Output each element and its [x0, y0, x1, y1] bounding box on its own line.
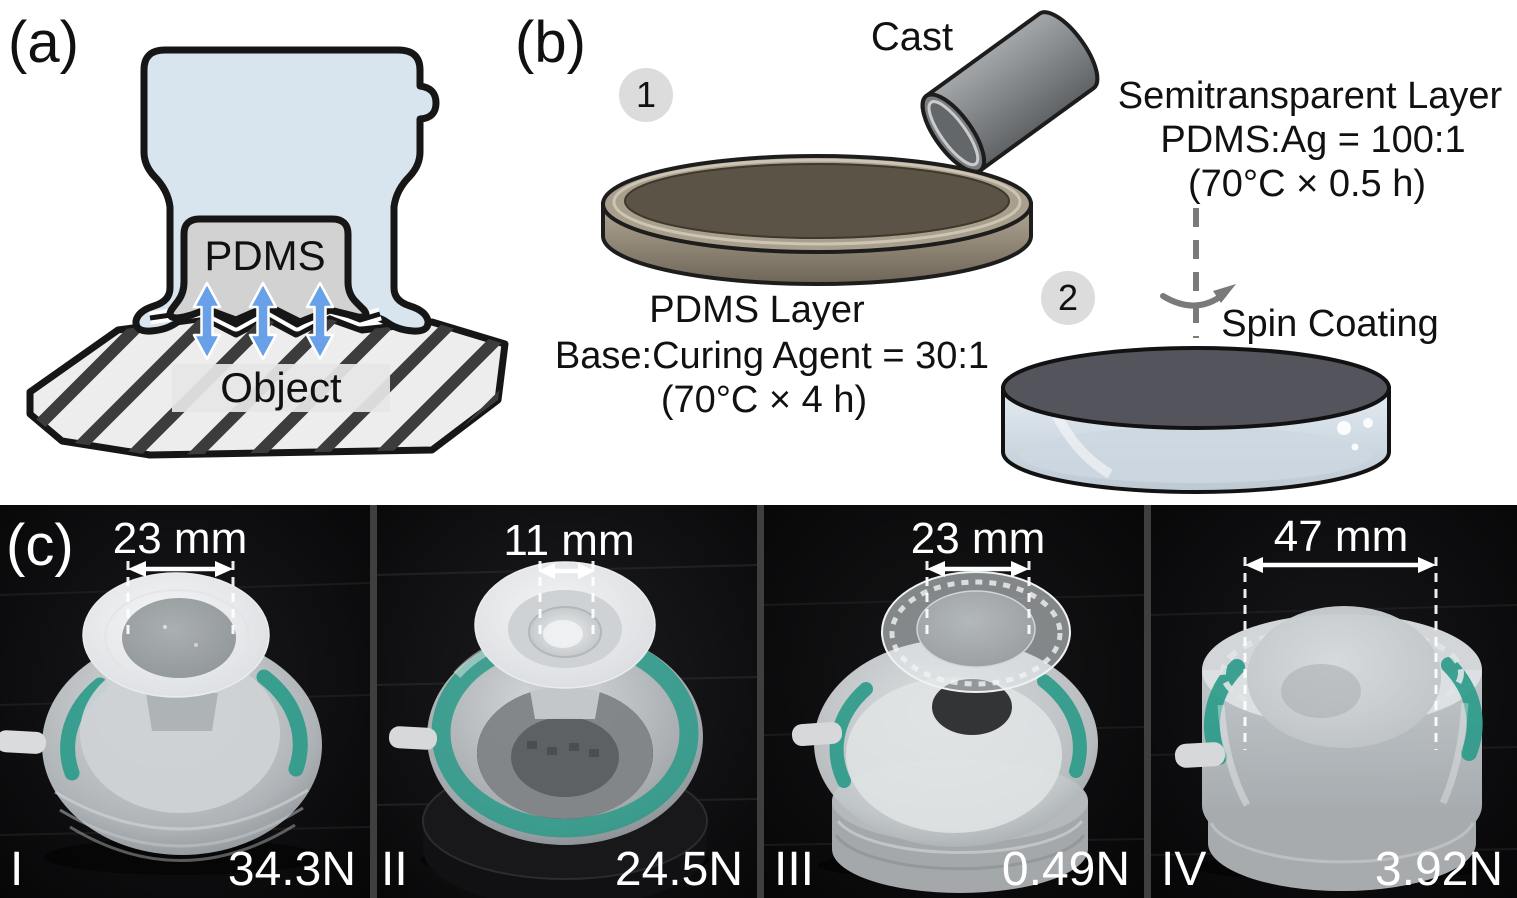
- sensor-device: [1174, 606, 1490, 891]
- up-down-arrow-icon: [192, 281, 222, 361]
- photo-numeral: I: [10, 843, 23, 896]
- cast-cylinder: [920, 10, 1100, 174]
- photo-prototype-2: 11 mm II 24.5N: [377, 505, 757, 898]
- step2-badge: 2: [1041, 271, 1095, 325]
- panel-b-label: (b): [515, 10, 586, 75]
- rotation-arrow-icon: [1160, 291, 1227, 309]
- dimension-arrowhead: [1418, 557, 1436, 573]
- air-tube: [791, 721, 843, 747]
- cup-stem: [932, 679, 1012, 735]
- panel-a-label: (a): [8, 10, 79, 75]
- sensor-device: [0, 572, 322, 875]
- teal-seal: [256, 669, 308, 777]
- dimension-arrowhead: [1011, 561, 1029, 577]
- spin-axis: [1160, 208, 1236, 338]
- rotation-arrowhead: [1213, 284, 1236, 303]
- teal-seal: [1037, 674, 1087, 778]
- pdms-label: PDMS: [204, 232, 325, 279]
- prototype-photo-row: 23 mm (c) I 34.3N: [0, 505, 1517, 898]
- adhesion-arrows: [192, 281, 335, 361]
- photo-prototype-1: 23 mm (c) I 34.3N: [0, 505, 370, 898]
- up-down-arrow-icon: [305, 281, 335, 361]
- step2-caption-line2: PDMS:Ag = 100:1: [1160, 119, 1465, 161]
- diameter-label: 23 mm: [911, 514, 1045, 563]
- pdms-disc: [916, 590, 1036, 668]
- photo-numeral: II: [381, 843, 408, 896]
- step1-caption-line2: Base:Curing Agent = 30:1: [555, 335, 989, 377]
- diameter-label: 23 mm: [113, 514, 247, 563]
- dimension-annotation: [126, 561, 235, 641]
- dimension-arrowhead: [215, 561, 233, 577]
- sensor-device: [388, 561, 710, 898]
- air-tube: [1174, 742, 1226, 768]
- diameter-label: 47 mm: [1274, 512, 1408, 561]
- panel-a-suction-schematic: PDMS Object (a): [8, 10, 509, 459]
- dimension-arrowhead: [578, 563, 595, 579]
- semitransparent-coating: [1001, 346, 1391, 430]
- teal-seal: [1441, 657, 1483, 761]
- air-tube: [388, 726, 438, 750]
- pdms-disc: [122, 598, 236, 678]
- dimension-arrowhead: [1245, 557, 1263, 573]
- cup-stem: [146, 693, 218, 731]
- panel-b-fabrication-schematic: (b) 1 Cast PDMS Layer: [515, 10, 1503, 494]
- sensor-device: [791, 571, 1098, 893]
- dimension-annotation: [925, 561, 1031, 638]
- air-tube: [0, 730, 47, 754]
- step2-caption-line3: (70°C × 0.5 h): [1188, 163, 1426, 205]
- panel-c-label: (c): [6, 513, 74, 578]
- dimension-annotation: [1243, 557, 1438, 750]
- cast-label: Cast: [871, 15, 953, 59]
- base-band: [1208, 807, 1476, 891]
- photo-prototype-3: 23 mm III 0.49N: [764, 505, 1144, 898]
- dimension-arrowhead: [128, 561, 146, 577]
- up-down-arrow-icon: [248, 281, 278, 361]
- schematics-section: PDMS Object (a) (b) 1: [8, 10, 1503, 494]
- step1-caption-line3: (70°C × 4 h): [661, 379, 867, 421]
- step2-caption-line1: Semitransparent Layer: [1118, 75, 1503, 117]
- step1-badge: 1: [619, 68, 673, 122]
- pdms-mold-ring: [601, 154, 1033, 286]
- force-label: 0.49N: [1002, 843, 1130, 896]
- photo-numeral: IV: [1161, 843, 1206, 896]
- photo-prototype-4: 47 mm IV 3.92N: [1151, 505, 1517, 898]
- force-label: 24.5N: [615, 843, 743, 896]
- force-label: 3.92N: [1375, 843, 1503, 896]
- dimension-arrowhead: [927, 561, 945, 577]
- dimension-arrowhead: [538, 563, 555, 579]
- step2-number: 2: [1058, 277, 1078, 318]
- diameter-label: 11 mm: [503, 516, 634, 565]
- step1-number: 1: [636, 74, 656, 115]
- force-label: 34.3N: [228, 843, 356, 896]
- photo-numeral: III: [774, 843, 814, 896]
- object-label-box: [172, 364, 390, 412]
- object-label: Object: [220, 364, 342, 411]
- spin-coating-label: Spin Coating: [1221, 303, 1439, 345]
- dimension-annotation: [538, 561, 595, 638]
- teal-seal: [60, 677, 108, 781]
- coated-petri-dish: [1001, 346, 1391, 494]
- step1-caption-line1: PDMS Layer: [649, 289, 865, 331]
